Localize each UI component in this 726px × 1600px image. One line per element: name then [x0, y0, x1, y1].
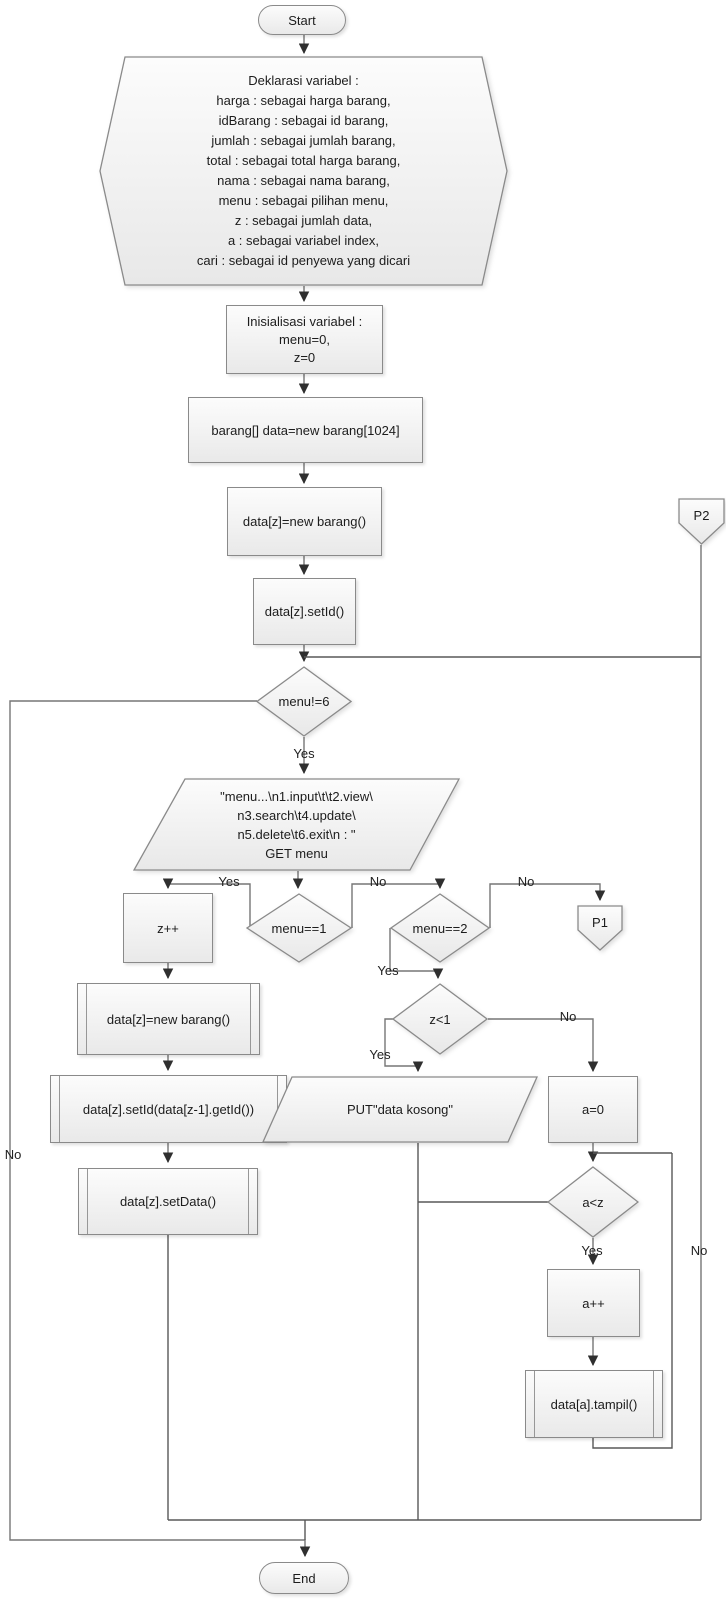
declare-line: jumlah : sebagai jumlah barang, — [211, 133, 396, 148]
diamond-shape — [246, 893, 352, 963]
p2-label: P2 — [693, 507, 710, 523]
a-increment-process: a++ — [547, 1269, 640, 1337]
parallelogram-shape — [262, 1076, 538, 1143]
hexagon-shape — [99, 56, 508, 286]
start-terminator: Start — [258, 5, 346, 35]
get-menu-line: n5.delete\t6.exit\n : " — [237, 826, 356, 842]
array-declaration-label: barang[] data=new barang[1024] — [211, 422, 400, 438]
set-id-process: data[z].setId() — [253, 578, 356, 645]
z-lt-1-decision: z<1 — [392, 983, 488, 1055]
declare-line: a : sebagai variabel index, — [227, 233, 380, 248]
pentagon-shape — [678, 498, 725, 545]
init-variables-text: Inisialisasi variabel : menu=0, z=0 — [247, 313, 363, 367]
label-menu-eq-1-no: No — [369, 874, 387, 889]
menu-not-6-label: menu!=6 — [278, 694, 330, 709]
init-line: menu=0, — [279, 331, 330, 347]
parallelogram-shape — [133, 778, 460, 871]
diamond-shape — [256, 666, 352, 737]
declare-line: harga : sebagai harga barang, — [216, 93, 391, 108]
end-terminator: End — [259, 1562, 349, 1594]
get-menu-line: GET menu — [265, 845, 328, 861]
pentagon-shape — [577, 905, 623, 951]
init-line: Inisialisasi variabel : — [246, 313, 363, 329]
diamond-shape — [392, 983, 488, 1055]
label-a-lt-z-no: No — [690, 1243, 708, 1258]
diamond-shape — [390, 893, 490, 963]
set-id-chain-label: data[z].setId(data[z-1].getId()) — [82, 1101, 255, 1117]
label-menu-eq-1-yes: Yes — [218, 874, 240, 889]
a-lt-z-label: a<z — [582, 1194, 604, 1210]
z-increment-process: z++ — [123, 893, 213, 963]
array-declaration-process: barang[] data=new barang[1024] — [188, 397, 423, 463]
declare-line: total : sebagai total harga barang, — [206, 153, 401, 168]
end-label: End — [292, 1570, 316, 1586]
label-a-lt-z-yes: Yes — [581, 1243, 603, 1258]
z-lt-1-label: z<1 — [429, 1011, 451, 1027]
tampil-label: data[a].tampil() — [550, 1396, 638, 1412]
p1-label: P1 — [592, 914, 608, 930]
new-barang-label: data[z]=new barang() — [242, 514, 367, 529]
menu-eq-2-decision: menu==2 — [390, 893, 490, 963]
tampil-predefined: data[a].tampil() — [525, 1370, 663, 1438]
init-line: z=0 — [293, 349, 316, 365]
new-barang-predefined-label: data[z]=new barang() — [106, 1011, 231, 1027]
menu-eq-1-label: menu==1 — [271, 920, 327, 936]
declare-line: menu : sebagai pilihan menu, — [218, 193, 389, 208]
declare-line: idBarang : sebagai id barang, — [218, 113, 389, 128]
declare-line: Deklarasi variabel : — [248, 73, 359, 88]
start-label: Start — [288, 12, 316, 28]
a-increment-label: a++ — [582, 1295, 605, 1311]
put-data-kosong-io: PUT"data kosong" — [262, 1076, 538, 1143]
new-barang-process: data[z]=new barang() — [227, 487, 382, 556]
label-menu-not-6-yes: Yes — [293, 746, 315, 761]
new-barang-predefined: data[z]=new barang() — [77, 983, 260, 1055]
get-menu-text: "menu...\n1.input\t\t2.view\ n3.search\t… — [133, 778, 460, 871]
label-z-lt-1-no: No — [559, 1009, 577, 1024]
set-id-label: data[z].setId() — [264, 604, 345, 619]
label-menu-eq-2-no: No — [517, 874, 535, 889]
label-menu-not-6-no: No — [4, 1147, 22, 1162]
put-data-kosong-label: PUT"data kosong" — [346, 1102, 454, 1117]
label-menu-eq-2-yes: Yes — [377, 963, 399, 978]
declare-line: cari : sebagai id penyewa yang dicari — [196, 253, 411, 268]
set-data-predefined: data[z].setData() — [78, 1168, 258, 1235]
declare-line: nama : sebagai nama barang, — [217, 173, 390, 188]
init-variables-process: Inisialisasi variabel : menu=0, z=0 — [226, 305, 383, 374]
declare-variables-text: Deklarasi variabel : harga : sebagai har… — [99, 56, 508, 286]
a-lt-z-decision: a<z — [547, 1166, 639, 1238]
get-menu-line: n3.search\t4.update\ — [237, 807, 356, 823]
menu-eq-2-label: menu==2 — [412, 920, 468, 936]
get-menu-line: "menu...\n1.input\t\t2.view\ — [220, 788, 373, 804]
a-eq-0-process: a=0 — [548, 1076, 638, 1143]
set-id-chain-predefined: data[z].setId(data[z-1].getId()) — [50, 1075, 287, 1143]
menu-eq-1-decision: menu==1 — [246, 893, 352, 963]
a-eq-0-label: a=0 — [581, 1102, 605, 1117]
menu-not-6-decision: menu!=6 — [256, 666, 352, 737]
declare-line: z : sebagai jumlah data, — [234, 213, 373, 228]
set-data-label: data[z].setData() — [119, 1194, 217, 1209]
p2-offpage-connector: P2 — [678, 498, 725, 545]
label-z-lt-1-yes: Yes — [369, 1047, 391, 1062]
declare-variables-hexagon: Deklarasi variabel : harga : sebagai har… — [99, 56, 508, 286]
p1-offpage-connector: P1 — [577, 905, 623, 951]
z-increment-label: z++ — [157, 920, 179, 936]
diamond-shape — [547, 1166, 639, 1238]
get-menu-io: "menu...\n1.input\t\t2.view\ n3.search\t… — [133, 778, 460, 871]
